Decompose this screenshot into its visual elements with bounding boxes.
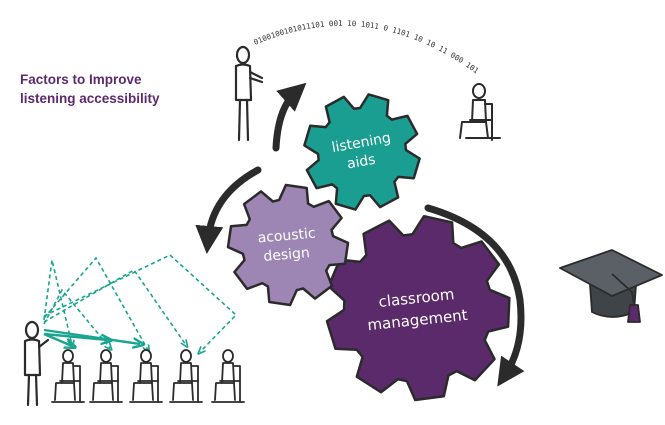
gear-acoustic-design: acoustic design [226,183,350,307]
gear-classroom-management: classroom management [325,214,511,402]
students-row [51,349,245,403]
cycle-arrow-top [272,82,307,152]
sound-paths [43,254,238,352]
speaker-figure [234,45,264,142]
student-figure [51,349,85,403]
teacher-figure [23,320,50,407]
cycle-arrow-left [195,166,262,254]
diagram-title: Factors to Improve listening accessibili… [20,70,240,108]
graduation-cap-icon [559,249,663,323]
gear-label-acoustic: acoustic [257,226,316,247]
title-line-2: listening accessibility [20,91,160,106]
gear-listening-aids: listening aids [303,93,421,211]
student-figure [89,349,123,403]
gear-label-aids: aids [346,152,377,173]
gear-label-design: design [263,245,311,265]
cycle-arrow-right [424,204,525,387]
student-figure [129,349,163,403]
listener-figure [459,83,501,141]
student-figure [169,349,203,403]
title-line-1: Factors to Improve [20,72,142,87]
student-figure [211,349,245,403]
